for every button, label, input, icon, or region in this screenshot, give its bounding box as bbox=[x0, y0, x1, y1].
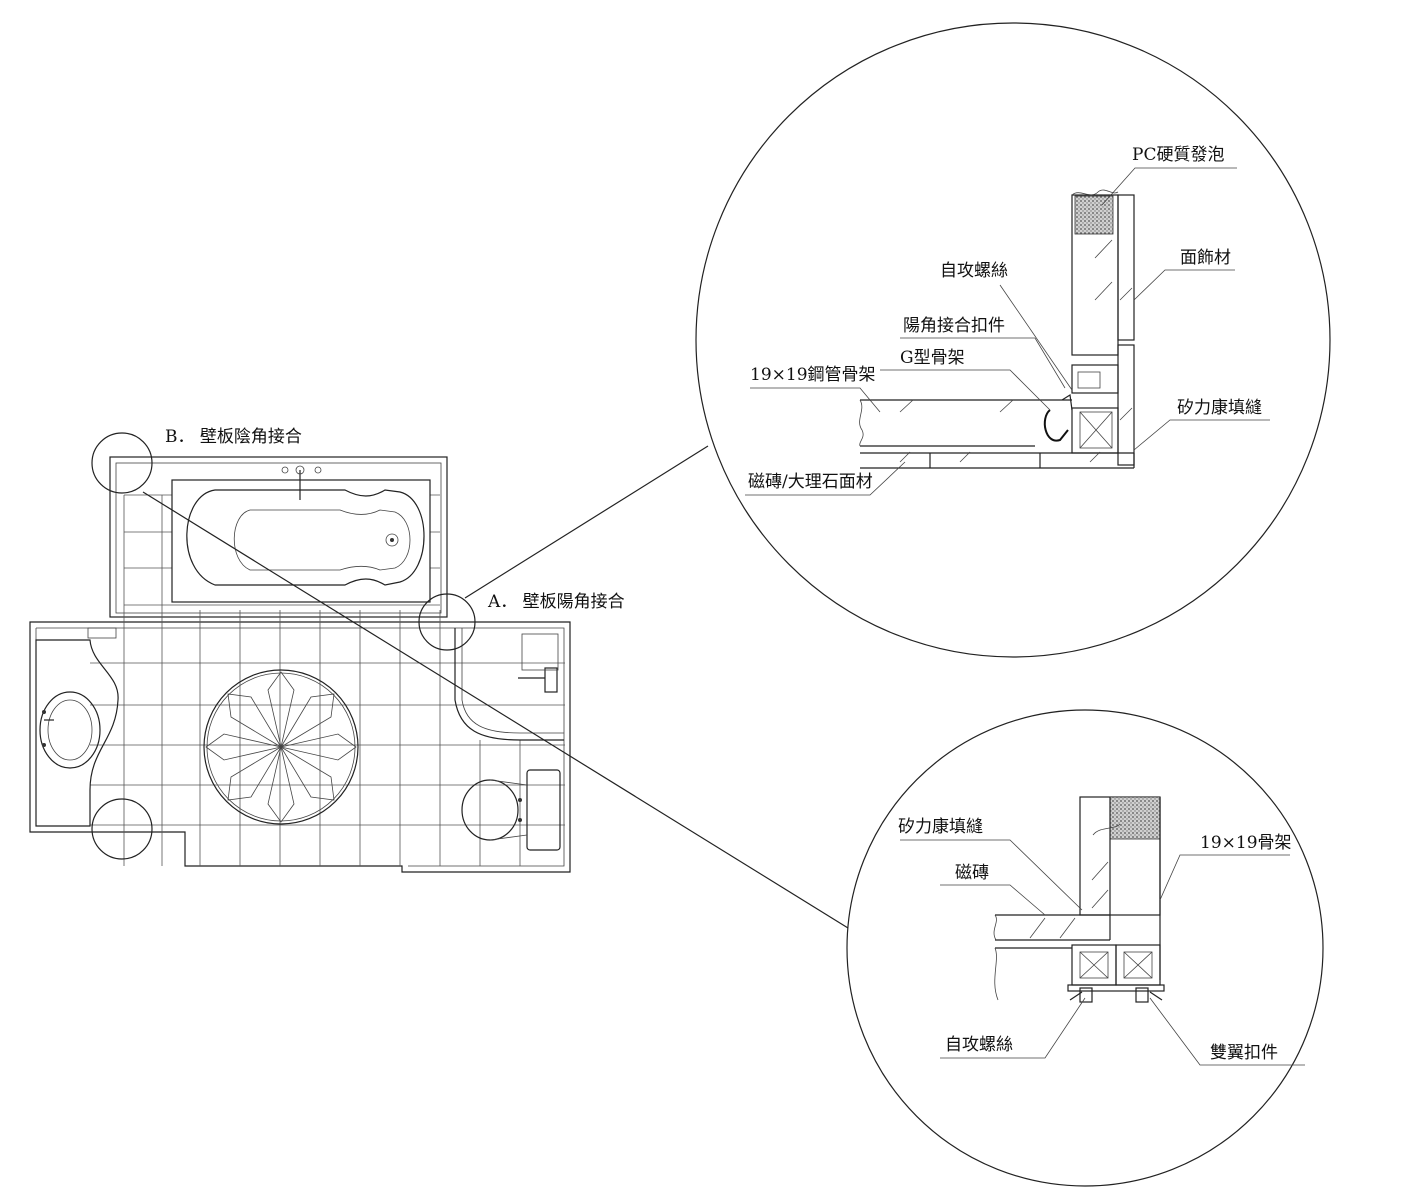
main-room-outline bbox=[29, 621, 571, 873]
bath-area-outline bbox=[109, 456, 448, 618]
floor-medallion bbox=[203, 669, 359, 825]
callout-label-b: B． 壁板陰角接合 bbox=[165, 427, 302, 447]
label-facing-material: 面飾材 bbox=[1180, 248, 1231, 268]
detail-b: 矽力康填縫 19×19骨架 磁磚 自攻螺絲 雙翼扣件 bbox=[846, 709, 1324, 1187]
callout-label-a: A． 壁板陽角接合 bbox=[487, 592, 625, 612]
label-tile-marble-facing: 磁磚/大理石面材 bbox=[748, 472, 873, 492]
callout-circle-a bbox=[418, 593, 476, 651]
callout-circle-b bbox=[91, 432, 153, 494]
bath-area-inner bbox=[115, 462, 442, 614]
detail-a: PC硬質發泡 自攻螺絲 面飾材 陽角接合扣件 G型骨架 19×19鋼管骨架 矽力… bbox=[695, 22, 1331, 658]
leader-line-a bbox=[464, 445, 709, 599]
main-room-inner bbox=[35, 627, 565, 867]
label-steel-tube-frame: 19×19鋼管骨架 bbox=[750, 365, 876, 385]
label-outside-corner-clip: 陽角接合扣件 bbox=[903, 316, 1005, 336]
label-g-frame: G型骨架 bbox=[900, 348, 965, 368]
bathtub bbox=[171, 465, 431, 603]
shower-corner bbox=[454, 628, 564, 741]
vanity-sink bbox=[35, 627, 119, 827]
toilet bbox=[461, 769, 561, 851]
label-pc-foam: PC硬質發泡 bbox=[1132, 145, 1224, 165]
label-silicone-filler-a: 矽力康填縫 bbox=[1177, 398, 1262, 418]
label-tile: 磁磚 bbox=[955, 863, 989, 883]
label-double-wing-clip: 雙翼扣件 bbox=[1210, 1043, 1278, 1063]
label-frame-19: 19×19骨架 bbox=[1200, 833, 1292, 853]
label-silicone-filler-b: 矽力康填縫 bbox=[898, 817, 983, 837]
floor-plan: B． 壁板陰角接合 A． 壁板陽角接合 bbox=[29, 427, 625, 873]
callout-circle-lower bbox=[91, 798, 153, 860]
label-self-tapping-screw-b: 自攻螺絲 bbox=[945, 1035, 1013, 1055]
label-self-tapping-screw-a: 自攻螺絲 bbox=[940, 261, 1008, 281]
leader-line-b bbox=[142, 491, 849, 929]
